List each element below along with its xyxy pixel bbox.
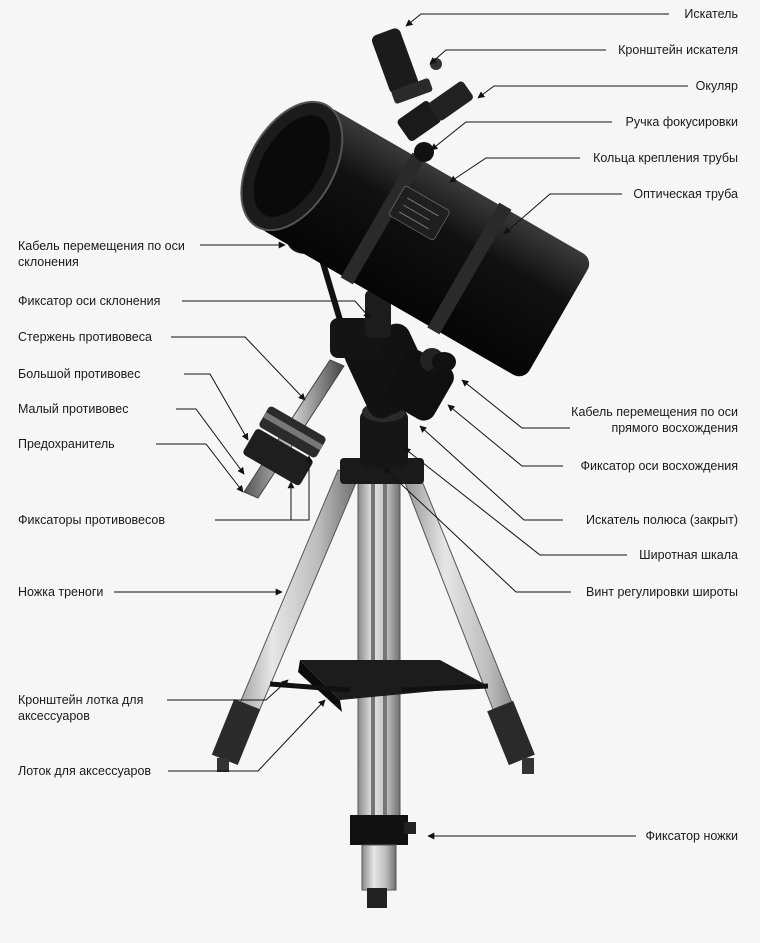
label-polar-scope: Искатель полюса (закрыт) [586, 513, 738, 527]
label-cw-shaft: Стержень противовеса [18, 330, 152, 344]
label-dec-lock: Фиксатор оси склонения [18, 294, 161, 308]
label-eyepiece: Окуляр [695, 79, 738, 93]
label-leg-lock: Фиксатор ножки [645, 829, 738, 843]
label-tripod-leg: Ножка треноги [18, 585, 104, 599]
label-large-cw: Большой противовес [18, 367, 141, 381]
leader-lines [114, 13, 688, 840]
label-tube-rings: Кольца крепления трубы [593, 151, 738, 165]
label-ra-lock: Фиксатор оси восхождения [580, 459, 738, 473]
label-finder-bracket: Кронштейн искателя [618, 43, 738, 57]
label-cw-locks: Фиксаторы противовесов [18, 513, 165, 527]
label-focus-knob: Ручка фокусировки [625, 115, 738, 129]
label-tray: Лоток для аксессуаров [18, 764, 152, 778]
optical-tube [240, 28, 590, 377]
label-safety: Предохранитель [18, 437, 115, 451]
label-finder: Искатель [684, 7, 738, 21]
label-small-cw: Малый противовес [18, 402, 129, 416]
label-ra-cable: Кабель перемещения по оси прямого восхож… [571, 405, 738, 435]
counterweight-assembly [243, 359, 345, 499]
label-latitude-scale: Широтная шкала [639, 548, 738, 562]
label-latitude-screw: Винт регулировки широты [586, 585, 738, 599]
label-optical-tube: Оптическая труба [633, 187, 738, 201]
label-tray-bracket: Кронштейн лотка для аксессуаров [18, 693, 144, 723]
label-dec-cable: Кабель перемещения по оси склонения [18, 239, 185, 269]
tripod [211, 458, 535, 908]
